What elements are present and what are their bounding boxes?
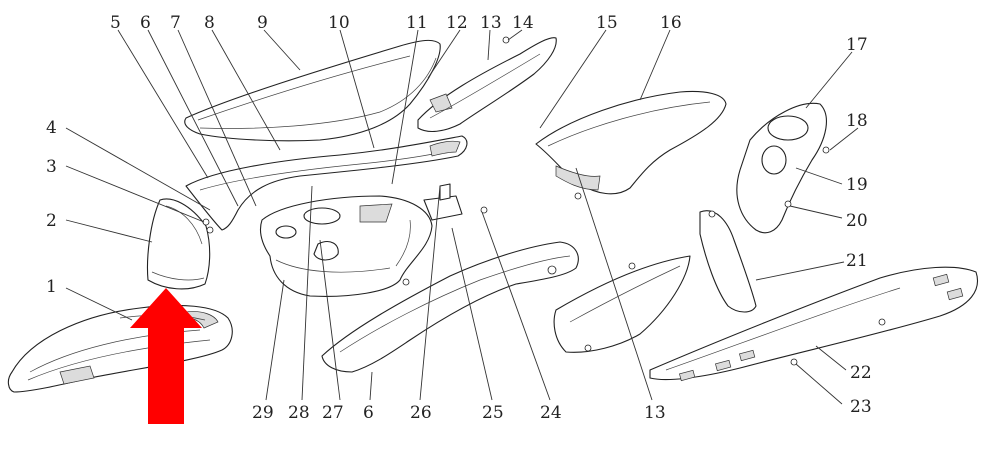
- callout-26: 26: [410, 403, 432, 423]
- callout-24: 24: [540, 403, 562, 423]
- callout-13-bottom: 13: [644, 403, 666, 423]
- callout-16: 16: [660, 13, 682, 33]
- callout-21: 21: [846, 251, 868, 271]
- callout-4: 4: [46, 118, 57, 138]
- callout-17: 17: [846, 35, 868, 55]
- part-mud-flap: [699, 210, 757, 313]
- callout-18: 18: [846, 111, 868, 131]
- callout-14: 14: [512, 13, 534, 33]
- callout-2: 2: [46, 211, 57, 231]
- highlight-arrow-up: [130, 288, 202, 424]
- part-side-panel-upper: [185, 135, 468, 231]
- callout-9: 9: [257, 13, 268, 33]
- part-number-plate: [146, 198, 211, 290]
- callout-11: 11: [406, 13, 428, 33]
- part-tank-brackets: [423, 183, 488, 221]
- callout-20: 20: [846, 211, 868, 231]
- part-fuel-tank: [259, 195, 433, 297]
- leader-lines: [65, 29, 859, 405]
- callout-29: 29: [252, 403, 274, 423]
- part-chain-guard: [649, 266, 978, 382]
- callout-3: 3: [46, 157, 57, 177]
- callout-6-top: 6: [140, 13, 151, 33]
- part-side-shroud-lower: [321, 241, 579, 373]
- part-rear-bracket: [736, 102, 830, 234]
- callout-23: 23: [850, 397, 872, 417]
- part-rear-side-cover-upper: [417, 36, 557, 133]
- callout-1: 1: [46, 277, 57, 297]
- part-rear-fender: [535, 90, 727, 200]
- part-side-panel-lower: [553, 255, 691, 353]
- callout-19: 19: [846, 175, 868, 195]
- callout-10: 10: [328, 13, 350, 33]
- callout-13-top: 13: [480, 13, 502, 33]
- callout-6-bottom: 6: [363, 403, 374, 423]
- callout-28: 28: [288, 403, 310, 423]
- callout-25: 25: [482, 403, 504, 423]
- callout-8: 8: [204, 13, 215, 33]
- callout-5: 5: [110, 13, 121, 33]
- callout-27: 27: [322, 403, 344, 423]
- part-front-fender: [7, 304, 233, 393]
- callout-22: 22: [850, 363, 872, 383]
- callout-labels: 1 2 3 4 5 6 6 7 8 9 10 11 12 13 13 14 15…: [46, 13, 872, 423]
- callout-7: 7: [170, 13, 181, 33]
- part-seat: [184, 39, 441, 142]
- callout-15: 15: [596, 13, 618, 33]
- callout-12: 12: [446, 13, 468, 33]
